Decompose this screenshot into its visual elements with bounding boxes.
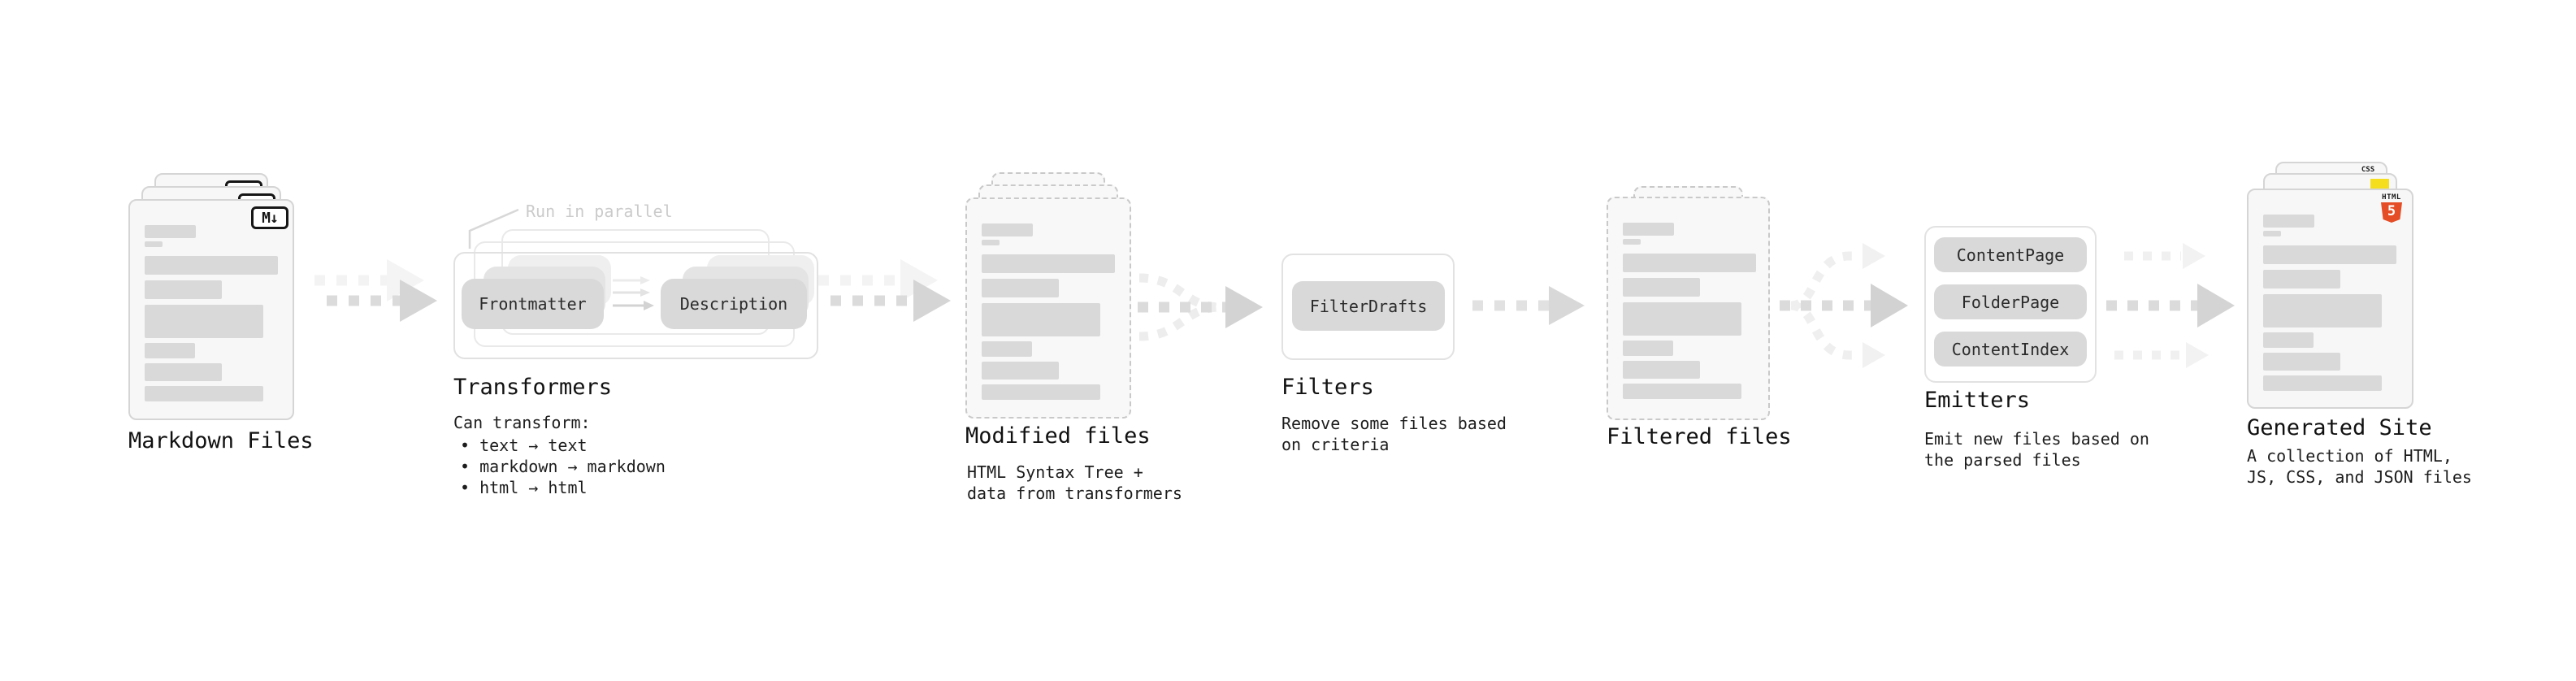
text-line-placeholder [1623,223,1674,236]
text-line-placeholder [2263,375,2382,391]
chip-flow-arrows-icon [613,276,654,310]
file-card-front: M↓ [128,199,294,420]
annotation-callout-line [468,208,519,249]
file-content-placeholder [2249,190,2412,407]
generated-site-stack: CSS HTML 5 [2247,162,2418,410]
emit-arrows-icon [2106,243,2235,368]
filters-desc: Remove some files based on criteria [1281,414,1507,454]
stage-label-modified: Modified files [965,423,1151,449]
text-line-placeholder [145,241,163,247]
stage-label-emitters: Emitters [1924,388,2031,413]
text-line-placeholder [982,362,1059,380]
contentindex-chip: ContentIndex [1934,332,2087,367]
text-line-placeholder [1623,361,1700,379]
filterdrafts-chip: FilterDrafts [1292,281,1445,331]
run-in-parallel-label: Run in parallel [526,202,673,221]
transformers-desc-title: Can transform: [453,413,591,432]
text-line-placeholder [982,384,1100,400]
html5-icon: HTML 5 [2381,193,2402,223]
text-line-placeholder [2263,215,2314,228]
text-line-placeholder [145,280,222,299]
text-line-placeholder [982,341,1032,357]
html5-icon-shield: 5 [2381,202,2402,223]
text-line-placeholder [2263,332,2314,348]
text-line-placeholder [145,256,278,275]
text-line-placeholder [982,303,1100,336]
file-card-front [965,197,1131,419]
description-chip: Description [661,279,807,329]
text-line-placeholder [2263,294,2382,327]
html5-icon-text: HTML [2382,193,2401,202]
frontmatter-chip: Frontmatter [462,279,604,329]
emitters-desc: Emit new files based on the parsed files [1924,429,2149,470]
flow-arrow-icon [314,259,437,322]
transformers-bullet: • markdown → markdown [460,457,666,476]
text-line-placeholder [1623,384,1741,399]
text-line-placeholder [1623,239,1641,245]
text-line-placeholder [982,254,1115,273]
text-line-placeholder [1623,340,1673,356]
modified-files-stack [965,172,1136,419]
flow-arrow-icon [818,259,951,322]
file-content-placeholder [130,201,293,419]
text-line-placeholder [982,279,1059,297]
file-card-front [1607,197,1770,420]
text-line-placeholder [982,240,1000,245]
merge-arrow-icon [1138,273,1263,341]
text-line-placeholder [1623,254,1756,272]
filtered-files-stack [1607,186,1773,422]
text-line-placeholder [145,305,263,338]
split-arrow-icon [1780,243,1908,368]
text-line-placeholder [145,386,263,401]
text-line-placeholder [1623,302,1741,336]
flow-arrow-icon [1472,286,1585,325]
folderpage-chip: FolderPage [1934,284,2087,319]
file-content-placeholder [1608,198,1768,419]
transformers-bullet: • text → text [460,436,588,455]
markdown-icon: M↓ [251,206,288,229]
text-line-placeholder [2263,353,2340,371]
file-content-placeholder [967,199,1130,417]
transformer-card-front [453,252,818,359]
stage-label-filters: Filters [1281,375,1374,400]
contentpage-chip: ContentPage [1934,237,2087,272]
generated-desc: A collection of HTML, JS, CSS, and JSON … [2247,446,2472,487]
text-line-placeholder [1623,278,1700,297]
transformers-bullet: • html → html [460,478,588,497]
text-line-placeholder [145,225,196,238]
markdown-files-stack: M↓ M↓ M↓ [128,173,299,420]
text-line-placeholder [982,223,1033,236]
stage-label-markdown: Markdown Files [128,428,314,453]
file-card-front: HTML 5 [2247,189,2413,409]
stage-label-transformers: Transformers [453,375,613,400]
text-line-placeholder [2263,245,2396,264]
stage-label-filtered: Filtered files [1607,424,1792,449]
css-icon-text: CSS [2361,166,2375,174]
text-line-placeholder [145,343,195,358]
stage-label-generated: Generated Site [2247,415,2432,440]
text-line-placeholder [145,363,222,381]
text-line-placeholder [2263,270,2340,288]
modified-desc: HTML Syntax Tree + data from transformer… [967,462,1182,503]
text-line-placeholder [2263,231,2281,236]
